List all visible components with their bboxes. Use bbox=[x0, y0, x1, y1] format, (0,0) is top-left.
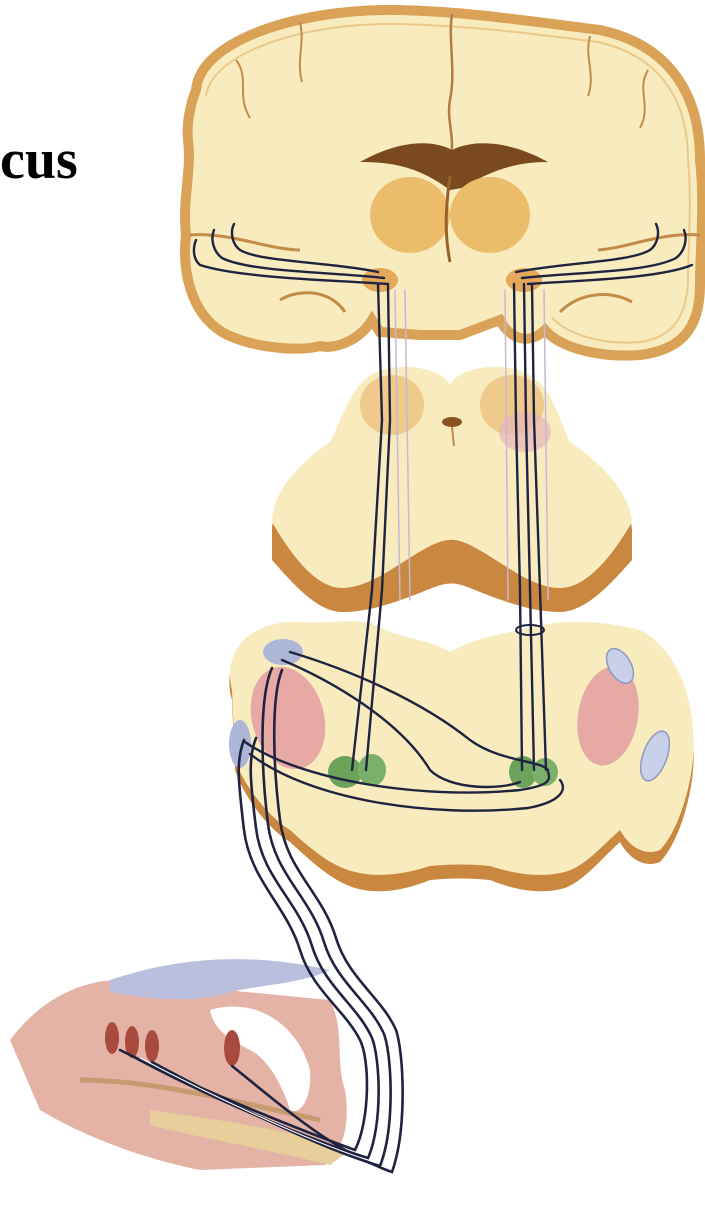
thalamus-right bbox=[450, 177, 530, 253]
thalamus-left bbox=[370, 177, 450, 253]
tectorial-membrane bbox=[110, 959, 330, 999]
superior-olive-left-b bbox=[358, 754, 386, 786]
cerebral-aqueduct bbox=[442, 417, 462, 427]
inferior-colliculus-left bbox=[360, 375, 424, 435]
midbrain-section bbox=[272, 367, 632, 612]
brainstem-section bbox=[229, 621, 694, 891]
cerebrum-section bbox=[185, 10, 702, 356]
cochlea-section bbox=[10, 959, 350, 1170]
medial-geniculate-left bbox=[362, 268, 398, 292]
